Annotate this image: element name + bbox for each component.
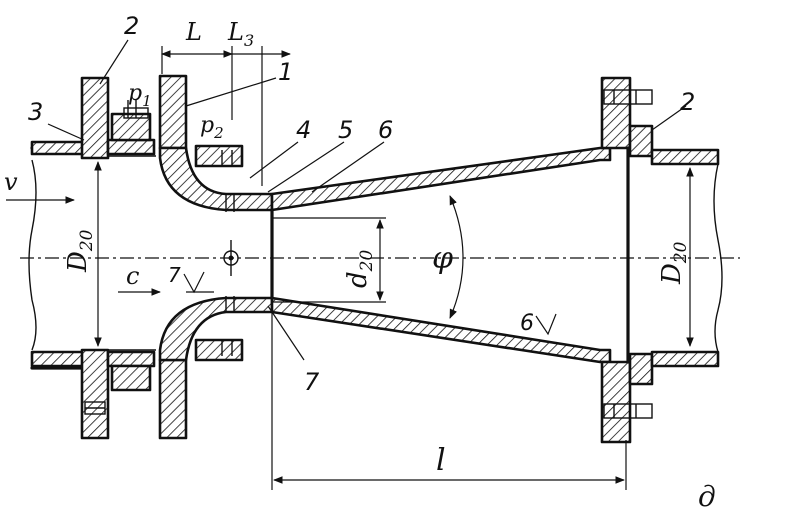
part-leaders: 2 3 p1 1 p2 4 5 6 2 7 [28, 12, 695, 396]
throat-dimension: d20 [272, 217, 386, 303]
left-flange [80, 76, 110, 440]
part-7-label: 7 [304, 368, 320, 396]
svg-text:L3: L3 [227, 18, 254, 50]
c-label: c [126, 262, 139, 290]
c-dimension: c 7 [118, 262, 214, 296]
d20-right-label: D [657, 263, 687, 285]
d20-left-label: D [63, 251, 93, 273]
p2-subscript: 2 [213, 124, 224, 142]
part-2-right-label: 2 [680, 88, 695, 116]
throat-subscript: 20 [357, 250, 377, 273]
part-5-label: 5 [338, 116, 353, 144]
throat-label: d [343, 271, 373, 288]
p1-label: p [128, 81, 142, 106]
dim-l3-label: L [227, 18, 244, 46]
svg-text:D20: D20 [657, 241, 691, 285]
part-2-left-label: 2 [124, 12, 139, 40]
nozzle-body [158, 74, 274, 440]
length-l-dimension: l [271, 300, 627, 490]
inlet-bore [108, 155, 156, 351]
top-dimensions: L L3 [161, 18, 291, 186]
ring-chamber [106, 100, 156, 392]
part-4-label: 4 [296, 116, 311, 144]
part-3-label: 3 [28, 98, 43, 126]
dim-l-label: L [185, 18, 202, 46]
part-6-label: 6 [378, 116, 393, 144]
outlet-pipe [650, 148, 723, 368]
roughness-6-label: 6 [520, 311, 534, 336]
svg-text:D20: D20 [63, 229, 97, 273]
right-flange [600, 76, 654, 444]
diffuser [270, 146, 612, 364]
svg-text:p2: p2 [200, 113, 224, 142]
roughness-7-label: 7 [168, 263, 181, 287]
p2-label: p [200, 113, 214, 138]
svg-text:d20: d20 [343, 250, 377, 288]
flow-arrow: v [4, 168, 75, 204]
roughness-6: 6 [520, 311, 557, 336]
svg-text:p1: p1 [128, 81, 152, 110]
angle-phi: φ [432, 195, 464, 319]
figure-letter: д [698, 480, 716, 513]
d20-right-subscript: 20 [671, 241, 691, 264]
part-1-label: 1 [278, 58, 293, 86]
flow-v-label: v [4, 168, 18, 196]
d20-left-dimension: D20 [63, 161, 102, 347]
length-l-label: l [436, 443, 446, 478]
d20-left-subscript: 20 [77, 229, 97, 252]
phi-label: φ [432, 241, 453, 276]
dim-l3-subscript: 3 [244, 31, 254, 50]
p1-subscript: 1 [142, 92, 152, 110]
d20-right-dimension: D20 [657, 167, 694, 347]
